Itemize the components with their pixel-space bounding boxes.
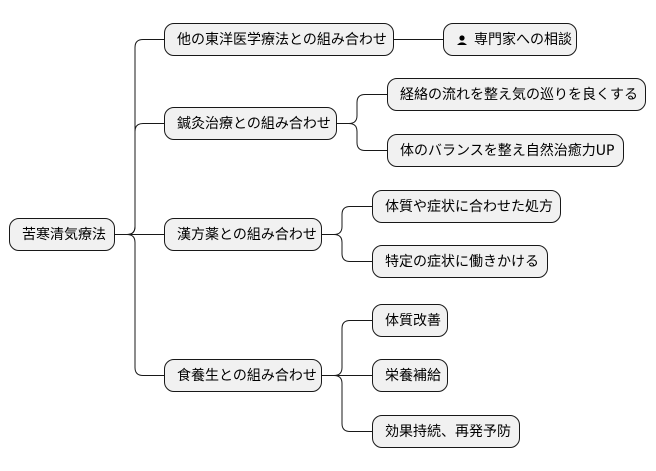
leaf-node-specific-symptoms[interactable]: 特定の症状に働きかける <box>372 245 548 278</box>
leaf-node-label: 体のバランスを整え自然治癒力UP <box>400 142 615 159</box>
branch-to-leaf-connector <box>322 320 372 376</box>
branch-node-acupuncture[interactable]: 鍼灸治療との組み合わせ <box>164 107 337 140</box>
person-icon <box>456 34 468 46</box>
branch-node-label: 他の東洋医学療法との組み合わせ <box>177 31 387 48</box>
branch-node-diet-therapy[interactable]: 食養生との組み合わせ <box>164 359 322 392</box>
leaf-node-label: 体質改善 <box>385 312 441 329</box>
branch-node-label: 漢方薬との組み合わせ <box>177 226 317 243</box>
leaf-node-label: 体質や症状に合わせた処方 <box>385 198 553 215</box>
branch-to-leaf-connector <box>322 206 372 235</box>
root-to-branch-connector <box>115 123 164 235</box>
leaf-node-body-balance[interactable]: 体のバランスを整え自然治癒力UP <box>387 134 624 167</box>
branch-node-label: 鍼灸治療との組み合わせ <box>177 115 331 132</box>
branch-node-herbal-medicine[interactable]: 漢方薬との組み合わせ <box>164 218 322 251</box>
branch-to-leaf-connector <box>337 94 387 124</box>
branch-to-leaf-connector <box>322 375 372 432</box>
leaf-node-lasting-effect[interactable]: 効果持続、再発予防 <box>372 415 520 448</box>
root-to-branch-connector <box>115 234 164 376</box>
leaf-node-label: 経絡の流れを整え気の巡りを良くする <box>400 86 638 103</box>
branch-node-label: 食養生との組み合わせ <box>177 367 317 384</box>
leaf-node-label: 栄養補給 <box>385 367 441 384</box>
leaf-node-label: 効果持続、再発予防 <box>385 423 511 440</box>
leaf-node-meridian-flow[interactable]: 経絡の流れを整え気の巡りを良くする <box>387 78 646 111</box>
branch-node-oriental-medicine[interactable]: 他の東洋医学療法との組み合わせ <box>164 23 394 56</box>
leaf-node-nutrition[interactable]: 栄養補給 <box>372 359 448 392</box>
root-node[interactable]: 苦寒清気療法 <box>9 218 115 251</box>
leaf-node-label: 専門家への相談 <box>474 31 572 48</box>
leaf-node-label: 特定の症状に働きかける <box>385 253 539 270</box>
leaf-node-tailored-prescription[interactable]: 体質や症状に合わせた処方 <box>372 190 561 223</box>
branch-to-leaf-connector <box>322 234 372 262</box>
branch-to-leaf-connector <box>337 123 387 151</box>
root-to-branch-connector <box>115 39 164 235</box>
leaf-node-consult-expert[interactable]: 専門家への相談 <box>443 23 577 56</box>
leaf-node-constitution-improvement[interactable]: 体質改善 <box>372 304 448 337</box>
root-node-label: 苦寒清気療法 <box>22 226 106 243</box>
